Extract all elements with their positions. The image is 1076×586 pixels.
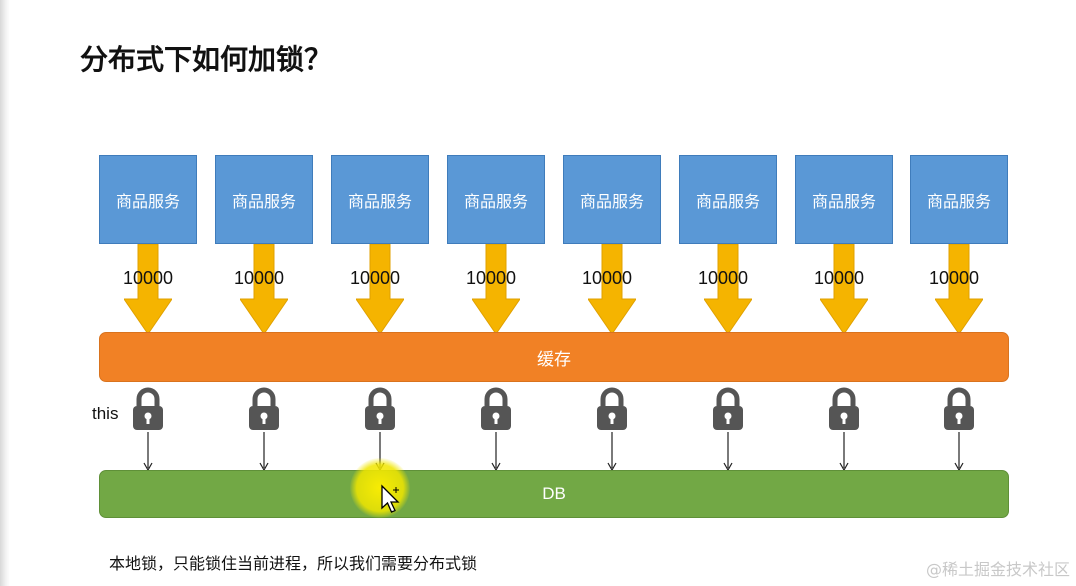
request-arrow-5: [588, 244, 636, 334]
lock-to-db-arrow-4: [491, 432, 501, 472]
service-box-7: 商品服务: [795, 155, 893, 244]
service-box-1: 商品服务: [99, 155, 197, 244]
lock-icon: [713, 387, 743, 430]
db-bar: DB: [99, 470, 1009, 518]
qps-label-2: 10000: [233, 268, 285, 288]
lock-icon: [249, 387, 279, 430]
lock-icon: [365, 387, 395, 430]
cache-bar: 缓存: [99, 332, 1009, 382]
watermark: @稀土掘金技术社区: [925, 560, 1070, 579]
qps-label-1: 10000: [122, 268, 174, 288]
lock-icon: [597, 387, 627, 430]
lock-to-db-arrow-8: [954, 432, 964, 472]
lock-to-db-arrow-2: [259, 432, 269, 472]
slide-left-edge: [0, 0, 10, 586]
request-arrow-1: [124, 244, 172, 334]
cursor-highlight: [350, 458, 410, 518]
qps-label-7: 10000: [813, 268, 865, 288]
lock-icon: [944, 387, 974, 430]
qps-label-6: 10000: [697, 268, 749, 288]
request-arrow-4: [472, 244, 520, 334]
service-box-5: 商品服务: [563, 155, 661, 244]
cursor-icon: [381, 484, 400, 513]
footer-note: 本地锁，只能锁住当前进程，所以我们需要分布式锁: [109, 554, 478, 573]
service-box-3: 商品服务: [331, 155, 429, 244]
qps-label-4: 10000: [465, 268, 517, 288]
service-box-2: 商品服务: [215, 155, 313, 244]
lock-icon: [829, 387, 859, 430]
lock-icon: [133, 387, 163, 430]
qps-label-3: 10000: [349, 268, 401, 288]
lock-icon: [481, 387, 511, 430]
request-arrow-3: [356, 244, 404, 334]
lock-to-db-arrow-6: [723, 432, 733, 472]
service-box-8: 商品服务: [910, 155, 1008, 244]
lock-to-db-arrow-7: [839, 432, 849, 472]
request-arrow-6: [704, 244, 752, 334]
qps-label-8: 10000: [928, 268, 980, 288]
service-box-6: 商品服务: [679, 155, 777, 244]
request-arrow-8: [935, 244, 983, 334]
lock-to-db-arrow-5: [607, 432, 617, 472]
lock-scope-label: this: [92, 404, 119, 423]
lock-to-db-arrow-1: [143, 432, 153, 472]
request-arrow-2: [240, 244, 288, 334]
request-arrow-7: [820, 244, 868, 334]
qps-label-5: 10000: [581, 268, 633, 288]
slide-title: 分布式下如何加锁？: [80, 43, 333, 76]
service-box-4: 商品服务: [447, 155, 545, 244]
